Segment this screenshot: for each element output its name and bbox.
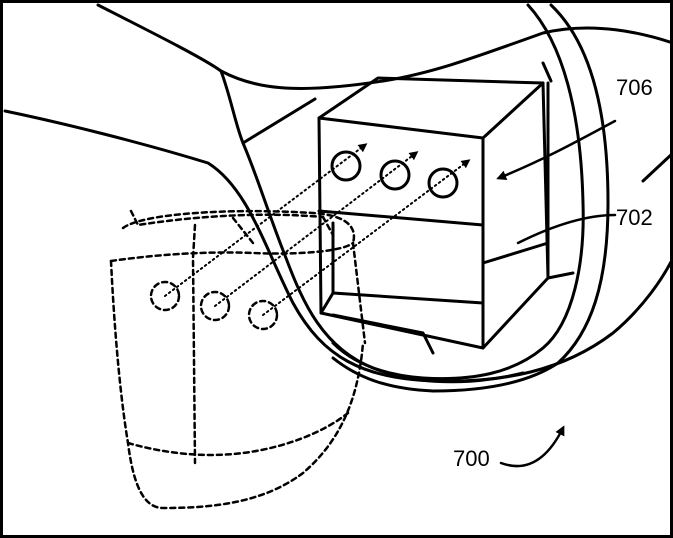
frame-band-cut	[541, 61, 553, 83]
projection-arrow-1	[164, 143, 368, 297]
phantom-left-side	[109, 259, 365, 510]
box-bottom-edge	[331, 313, 435, 355]
phantom-mid	[231, 216, 255, 245]
leader-702	[516, 213, 617, 245]
phantom-circle-2	[199, 290, 231, 322]
eye-socket-edge	[219, 69, 525, 384]
frame-band	[331, 3, 610, 393]
phantom-inner-left	[109, 241, 355, 263]
phantom-fold	[191, 223, 197, 465]
phantom-circles	[149, 280, 279, 331]
emitter-circle-3	[427, 167, 459, 199]
phantom-top	[121, 209, 356, 245]
emitter-circles	[330, 150, 459, 199]
leader-706	[496, 119, 617, 180]
frame-band-outer	[331, 3, 585, 381]
brow-line	[241, 97, 317, 145]
phantom-bottom	[126, 411, 350, 457]
frame-band-inner	[331, 3, 610, 393]
display-module-box	[317, 76, 575, 355]
projection-arrows	[164, 143, 471, 316]
phantom-top-right	[321, 215, 335, 237]
figure-drawing: 706 702 700	[3, 3, 670, 510]
cheek-crease	[641, 153, 670, 183]
emitter-circle-1	[330, 150, 362, 182]
phantom-circle-1	[149, 280, 181, 312]
phantom-right	[351, 241, 367, 345]
phantom-top-edge	[129, 209, 325, 227]
box-back-edge	[546, 81, 575, 280]
reference-leaders	[496, 119, 617, 468]
box-right-face	[481, 81, 550, 350]
box-divider-lower	[319, 291, 485, 315]
phantom-circle-3	[247, 299, 279, 331]
box-right-inner-line	[481, 241, 550, 265]
box-top-face	[317, 76, 545, 140]
ref-label-700: 700	[453, 446, 490, 471]
emitter-circle-2	[379, 159, 411, 191]
head-top-curve	[96, 3, 670, 90]
leader-700	[499, 425, 565, 468]
ref-label-706: 706	[616, 75, 653, 100]
ref-label-702: 702	[616, 205, 653, 230]
projection-arrow-3	[262, 159, 471, 316]
projection-arrow-2	[214, 151, 419, 307]
face-cheek-curve	[3, 109, 670, 383]
box-divider-upper	[317, 209, 485, 227]
head-outline	[3, 3, 670, 384]
phantom-eyepiece	[109, 209, 367, 510]
